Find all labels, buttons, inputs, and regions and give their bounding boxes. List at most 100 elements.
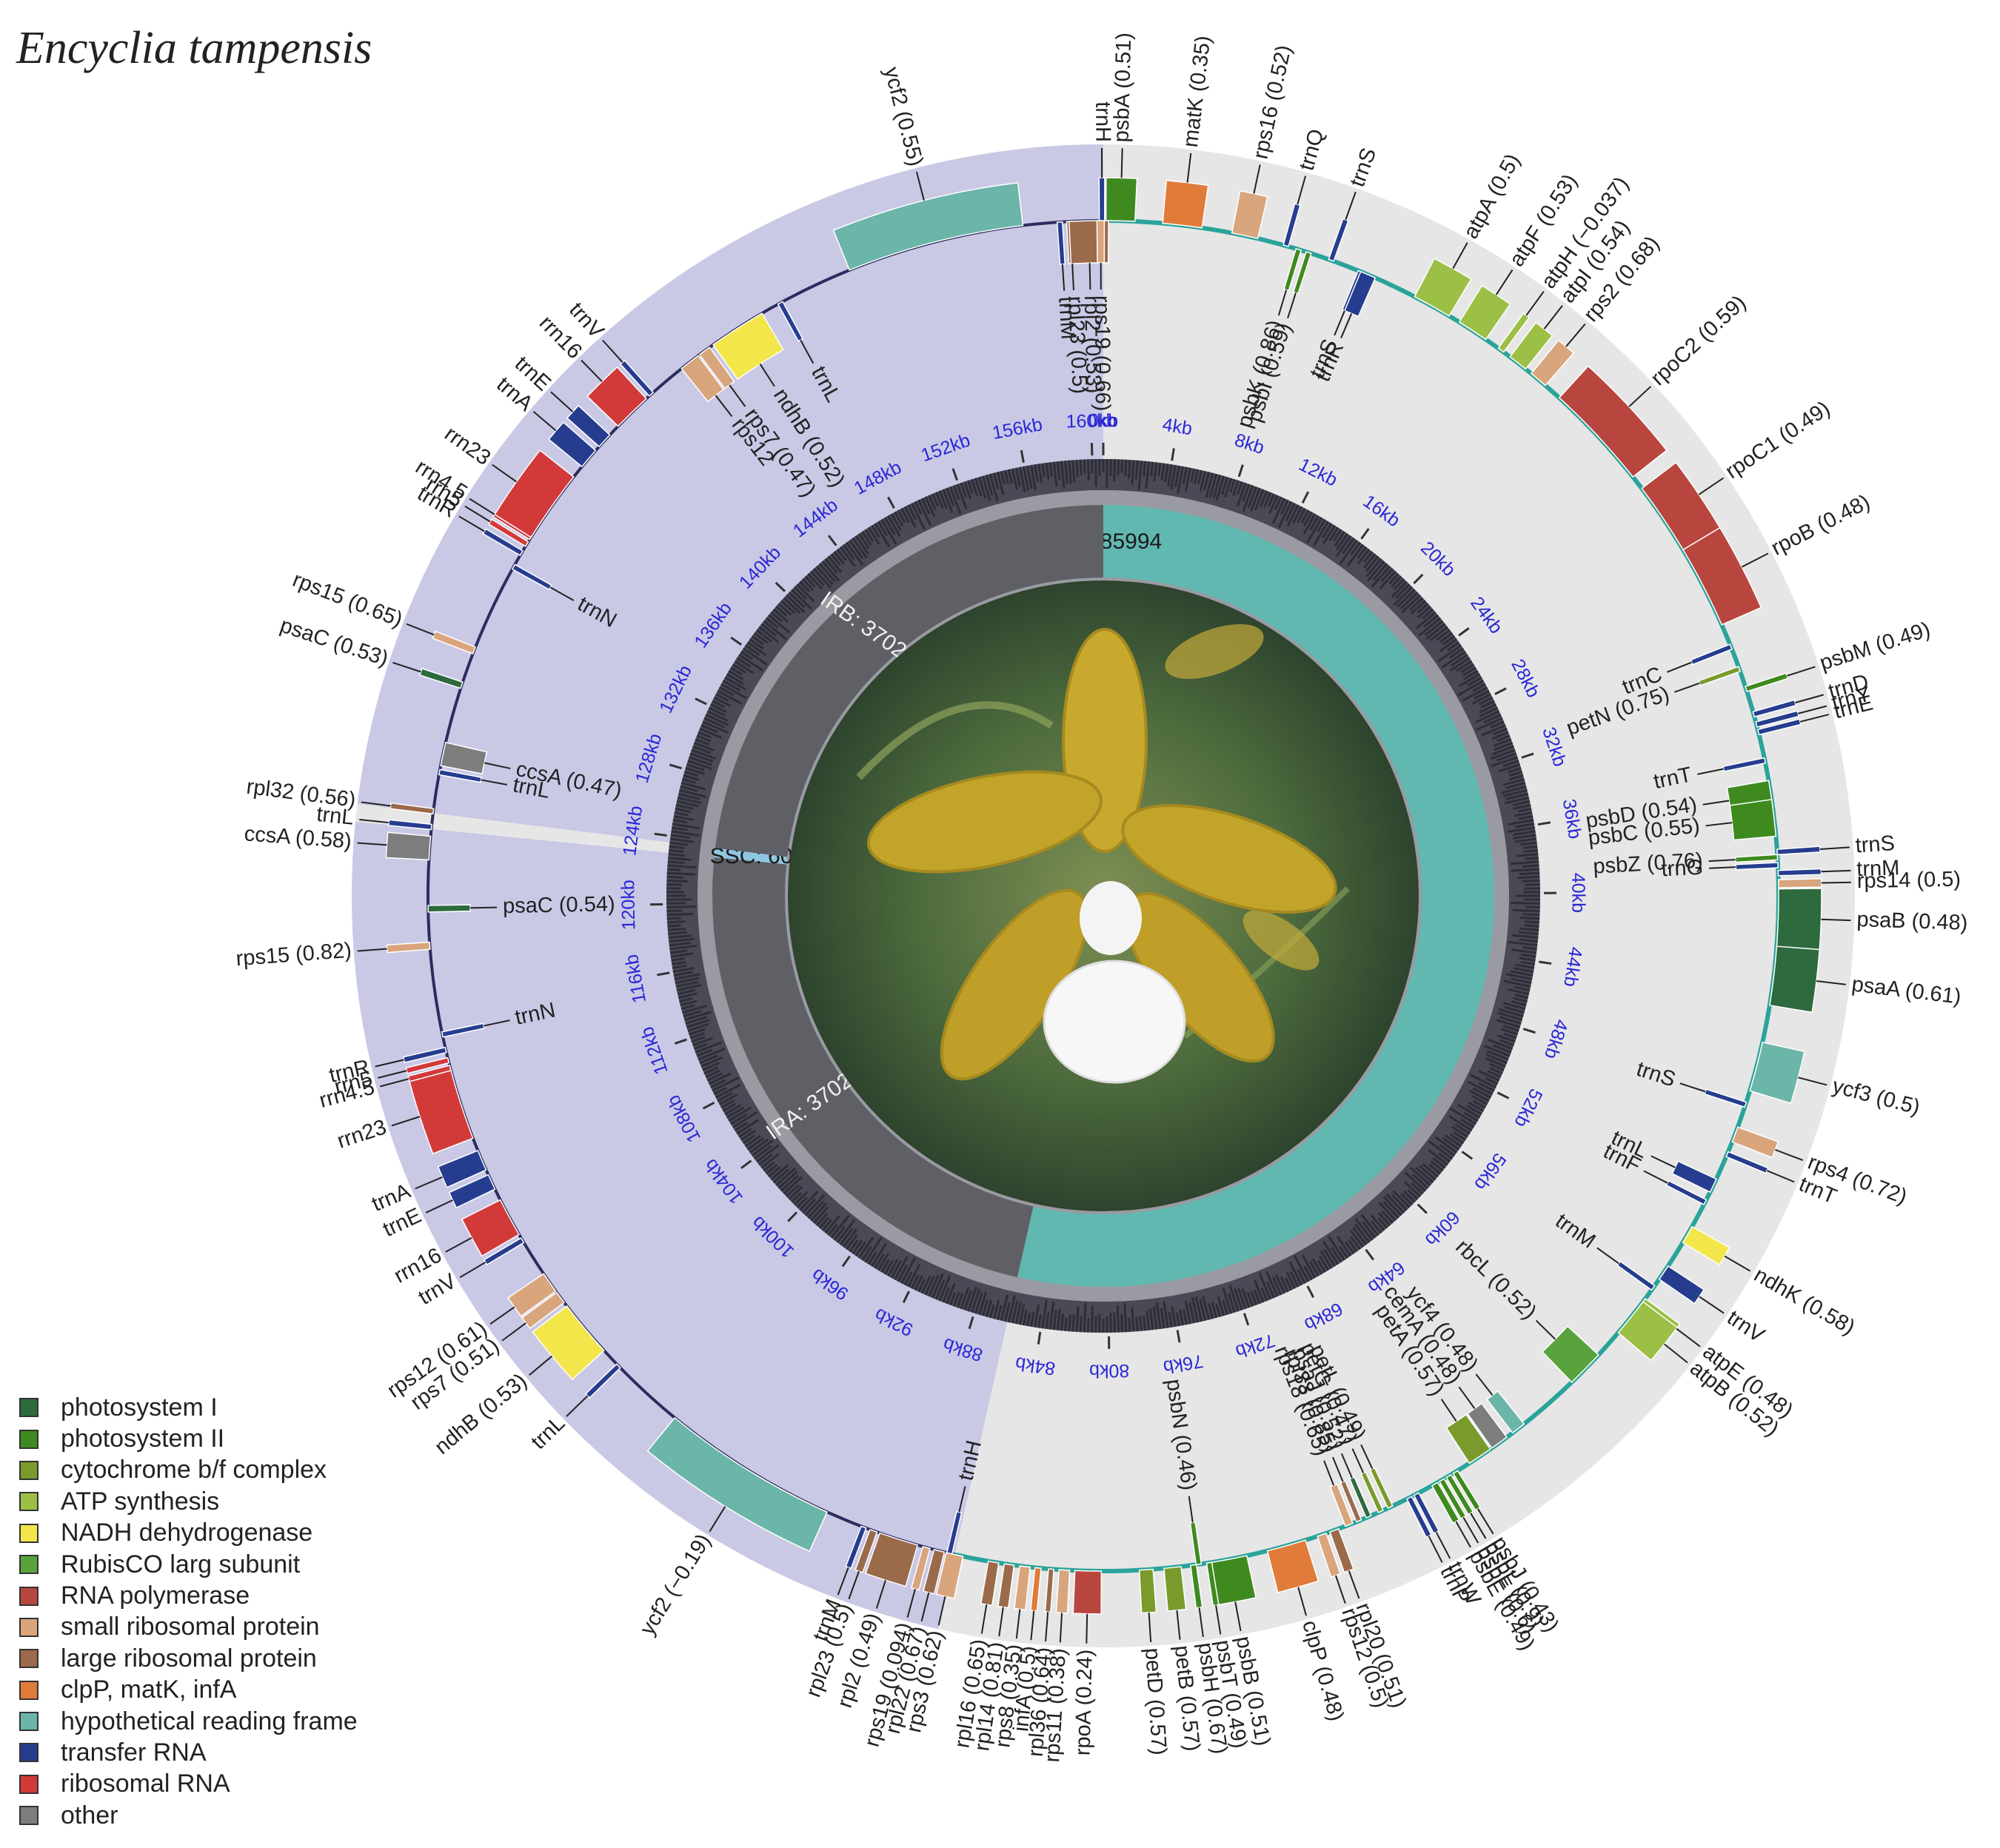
gc-bar [780, 600, 796, 615]
gene-block [1658, 1265, 1705, 1305]
gc-bar [689, 1028, 706, 1036]
gc-bar [1297, 1269, 1306, 1285]
gene-block [461, 1199, 521, 1257]
gene-leader [481, 779, 508, 786]
gene-block [1690, 643, 1733, 666]
gene-leader [445, 1236, 472, 1253]
gc-bar [1116, 1305, 1120, 1333]
gc-bar [1060, 461, 1066, 489]
legend-item: small ribosomal protein [19, 1612, 358, 1643]
gc-bar [691, 1036, 706, 1043]
gc-bar [981, 1299, 989, 1316]
gene-leader [581, 359, 603, 382]
gc-bar [1457, 680, 1485, 697]
gc-bar [1152, 1306, 1158, 1330]
gc-bar [1113, 459, 1116, 482]
gene-block [548, 421, 597, 468]
gc-bar [703, 1066, 719, 1075]
gene-label: clpP (0.48) [1297, 1618, 1348, 1724]
gc-bar [1037, 463, 1043, 483]
gc-bar [932, 493, 940, 507]
gc-bar [1492, 1044, 1512, 1054]
gene-label: rpl32 (0.56) [245, 775, 357, 812]
gc-bar [668, 852, 685, 857]
gc-bar [1505, 781, 1526, 789]
gene-leader [1234, 1601, 1242, 1631]
gene-block [1340, 1480, 1362, 1523]
gc-bar [1149, 1308, 1154, 1330]
gc-bar [1211, 1302, 1218, 1319]
gene-leader [1428, 1536, 1443, 1563]
legend-item: NADH dehydrogenase [19, 1518, 358, 1549]
gc-bar [742, 1134, 755, 1145]
legend-item: transfer RNA [19, 1737, 358, 1768]
gc-bar [1484, 1045, 1511, 1057]
gene-leader [1787, 666, 1816, 677]
gc-bar [1007, 469, 1013, 484]
gc-bar [1350, 1236, 1362, 1251]
gc-bar [824, 1215, 840, 1234]
gc-bar [1175, 1312, 1180, 1327]
gene-label: matK (0.35) [1179, 35, 1216, 149]
gene-leader [1679, 1082, 1706, 1093]
kb-tick-label: 4kb [1161, 414, 1194, 439]
gene-leader [464, 505, 491, 523]
gene-track [385, 177, 1822, 1615]
gene-label: trnG [1661, 856, 1704, 882]
gc-bar [1018, 1304, 1026, 1325]
gene-block [1735, 862, 1779, 871]
gc-bar [1079, 1316, 1083, 1333]
gc-bar [1513, 800, 1531, 806]
gc-bar [683, 1010, 702, 1018]
gc-bar [1473, 689, 1490, 700]
gc-bar [1457, 1103, 1481, 1119]
gene-leader [1045, 1612, 1049, 1642]
gene-leader [1741, 552, 1769, 568]
gene-label: rpl23 (0.5) [1063, 295, 1091, 395]
legend-swatch [19, 1492, 39, 1512]
gene-block [865, 1532, 919, 1587]
gc-bar [1007, 1295, 1016, 1323]
gc-bar [1183, 1309, 1188, 1325]
gene-block [1671, 1160, 1717, 1194]
gc-bar [827, 555, 843, 573]
gene-block [438, 769, 482, 783]
gc-bar [669, 837, 694, 843]
gc-bar [1362, 1221, 1377, 1239]
gc-bar [700, 1057, 723, 1068]
gc-bar [1322, 524, 1336, 545]
gene-block [521, 1291, 565, 1330]
gc-bar [783, 1176, 803, 1195]
gc-bar [942, 1287, 951, 1303]
gc-bar [696, 1048, 713, 1057]
gc-bar [861, 1245, 872, 1261]
gc-bar [852, 537, 868, 559]
gc-bar [1041, 463, 1046, 478]
gene-label: psaC (0.54) [503, 892, 615, 918]
gc-bar [669, 848, 683, 853]
kb-tick [887, 496, 895, 509]
gene-block [1329, 1483, 1354, 1527]
gc-bar [740, 1129, 756, 1142]
gene-block [1756, 718, 1802, 736]
gc-bar [1312, 520, 1330, 546]
gc-bar [712, 1077, 740, 1092]
gc-bar [680, 1004, 695, 1011]
gene-leader [378, 1070, 407, 1079]
gc-bar [946, 1283, 956, 1305]
gc-bar [867, 526, 880, 545]
gc-bar [900, 507, 910, 523]
orchid-flower [866, 628, 1337, 1084]
gene-block [437, 1149, 487, 1188]
gc-bar [746, 1136, 765, 1151]
gc-bar [836, 1219, 856, 1243]
gc-bar [667, 864, 697, 869]
gc-bar [666, 871, 696, 876]
gc-bar [1508, 767, 1522, 774]
gene-leader [415, 1176, 443, 1190]
kb-tick [1461, 1151, 1474, 1160]
gene-label: trnL [315, 803, 355, 830]
gc-bar [1499, 1016, 1522, 1025]
gc-bar [1502, 760, 1519, 767]
